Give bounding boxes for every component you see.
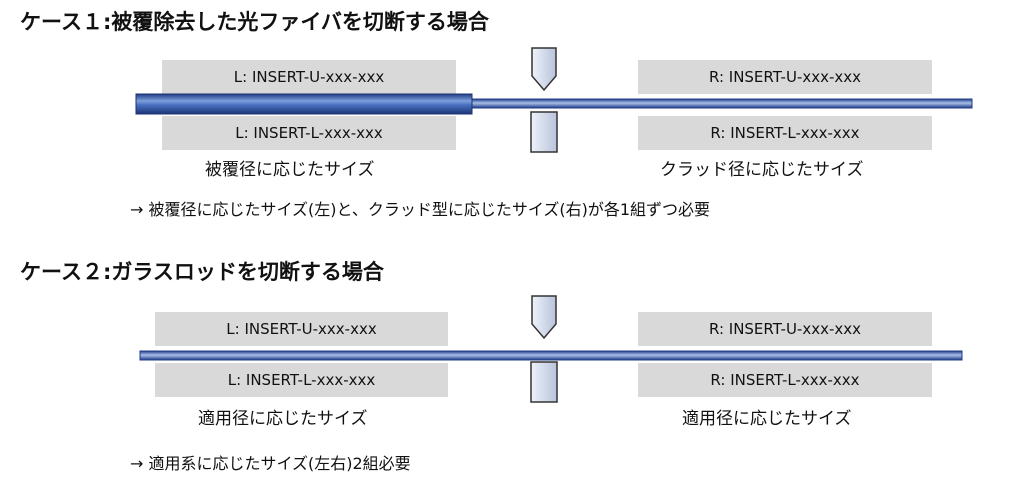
case2-note: → 適用系に応じたサイズ(左右)2組必要 [130, 454, 411, 473]
case1-title: ケース１:被覆除去した光ファイバを切断する場合 [20, 10, 489, 34]
case1-bare-fiber [469, 98, 973, 109]
case2-left-caption: 適用径に応じたサイズ [198, 409, 368, 429]
case1-right-lower-insert: R: INSERT-L-xxx-xxx [638, 116, 932, 150]
case1-left-upper-insert: L: INSERT-U-xxx-xxx [162, 60, 456, 94]
case1-left-lower-insert: L: INSERT-L-xxx-xxx [162, 116, 456, 150]
case1-right-upper-insert: R: INSERT-U-xxx-xxx [638, 60, 932, 94]
case1-upper-blade [531, 47, 557, 92]
case1-lower-anvil [530, 111, 558, 153]
case1-note: → 被覆径に応じたサイズ(左)と、クラッド型に応じたサイズ(右)が各1組ずつ必要 [130, 200, 711, 219]
case2-left-upper-insert: L: INSERT-U-xxx-xxx [155, 312, 448, 346]
case2-right-upper-insert: R: INSERT-U-xxx-xxx [638, 312, 932, 346]
case2-left-lower-insert: L: INSERT-L-xxx-xxx [155, 363, 448, 397]
case2-right-lower-insert: R: INSERT-L-xxx-xxx [638, 363, 932, 397]
case1-coated-fiber [135, 93, 473, 115]
case2-lower-anvil [530, 361, 558, 403]
case2-right-caption: 適用径に応じたサイズ [682, 409, 852, 429]
case1-right-caption: クラッド径に応じたサイズ [660, 160, 864, 180]
case1-left-caption: 被覆径に応じたサイズ [205, 160, 375, 180]
case2-upper-blade [531, 295, 557, 340]
case2-glass-rod [139, 350, 963, 361]
case2-title: ケース２:ガラスロッドを切断する場合 [20, 260, 384, 284]
